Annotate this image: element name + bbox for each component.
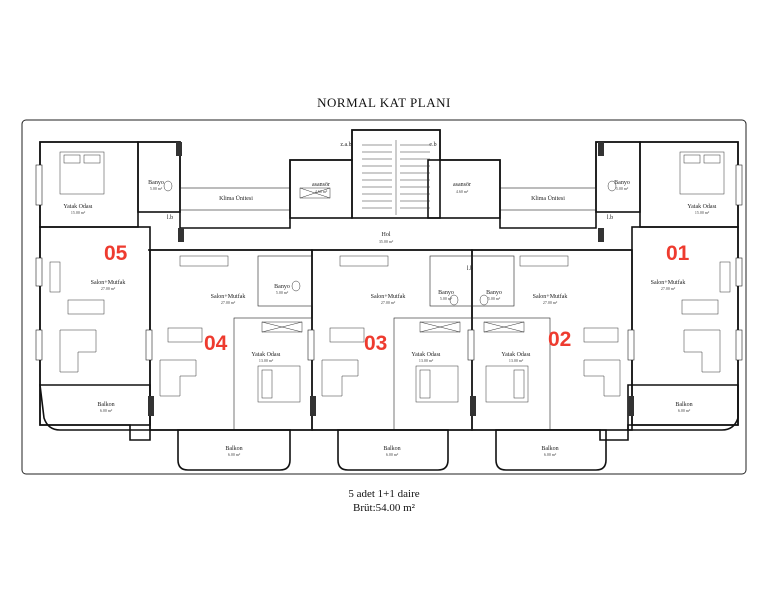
lb-left: l.b — [167, 215, 173, 221]
banyo-01-area: 5.00 m² — [616, 186, 629, 191]
balcony-04 — [177, 429, 291, 471]
balcony-05 — [39, 384, 151, 431]
balkon-01-area: 6.00 m² — [678, 408, 691, 413]
bed-05 — [59, 151, 105, 195]
balkon-03-area: 6.00 m² — [386, 452, 399, 457]
banyo-04-label: Banyo — [274, 284, 290, 290]
balcony-01 — [627, 384, 739, 431]
salon-01-area: 27.00 m² — [661, 286, 676, 291]
yatak-03-area: 13.00 m² — [419, 358, 434, 363]
yatak-04-label: Yatak Odası — [251, 352, 281, 358]
yatak-01-label: Yatak Odası — [687, 204, 717, 210]
klima-left-label: Klima Ünitesi — [219, 195, 253, 202]
banyo-02-label: Banyo — [486, 290, 502, 296]
hol-label: Hol — [382, 232, 391, 238]
building-outline — [39, 129, 739, 441]
apartment-number-04: 04 — [204, 332, 228, 355]
yatak-02-area: 13.00 m² — [509, 358, 524, 363]
windows — [35, 164, 743, 361]
banyo-03-area: 5.00 m² — [440, 296, 453, 301]
salon-05-area: 27.00 m² — [101, 286, 116, 291]
salon-02-area: 27.00 m² — [543, 300, 558, 305]
plan-frame — [21, 119, 747, 475]
balkon-04-area: 6.00 m² — [228, 452, 241, 457]
balkon-01-label: Balkon — [675, 402, 692, 408]
balkon-03-label: Balkon — [383, 446, 400, 452]
dining-tables — [67, 299, 719, 343]
plan-title: NORMAL KAT PLANI — [317, 95, 451, 110]
balkon-05-label: Balkon — [97, 402, 114, 408]
eb-label: e.b — [429, 142, 436, 148]
elevator-left-label: asansör — [312, 182, 330, 188]
yatak-04-area: 13.00 m² — [259, 358, 274, 363]
bath-05 — [137, 141, 181, 213]
elevator-right-label: asansör — [453, 182, 471, 188]
bed-03 — [415, 365, 459, 403]
wardrobes — [261, 187, 525, 333]
yatak-01-area: 15.00 m² — [695, 210, 710, 215]
bath-02 — [471, 255, 515, 307]
stair-treads — [362, 140, 430, 215]
salon-05-label: Salon+Mutfak — [91, 279, 126, 286]
banyo-05-area: 5.00 m² — [150, 186, 163, 191]
bed-04 — [257, 365, 301, 403]
apartment-number-05: 05 — [104, 242, 128, 265]
bath-04 — [257, 255, 313, 307]
stair-core — [351, 129, 441, 219]
lb-mid: l.b — [467, 266, 473, 272]
unit-05-living — [39, 226, 151, 426]
bed-02 — [485, 365, 529, 403]
caption-unit-count: 5 adet 1+1 daire — [348, 488, 420, 500]
banyo-03-label: Banyo — [438, 290, 454, 296]
kitchen-counters — [49, 255, 731, 293]
balcony-03 — [337, 429, 449, 471]
balkon-02-label: Balkon — [541, 446, 558, 452]
salon-04-area: 27.00 m² — [221, 300, 236, 305]
balkon-05-area: 6.00 m² — [100, 408, 113, 413]
apartment-number-01: 01 — [666, 242, 690, 265]
salon-03-area: 27.00 m² — [381, 300, 396, 305]
zab-label: z.a.b — [340, 142, 351, 148]
balcony-02 — [495, 429, 607, 471]
columns — [148, 142, 634, 416]
hol-area: 35.00 m² — [379, 239, 394, 244]
elevator-left-area: 4.60 m² — [315, 189, 328, 194]
yatak-05-area: 15.00 m² — [71, 210, 86, 215]
banyo-01-label: Banyo — [614, 180, 630, 186]
elevator-right-area: 4.60 m² — [456, 189, 469, 194]
apartment-number-03: 03 — [364, 332, 387, 355]
balkon-02-area: 6.00 m² — [544, 452, 557, 457]
yatak-03-label: Yatak Odası — [411, 352, 441, 358]
klima-right-label: Klima Ünitesi — [531, 195, 565, 202]
bath-01 — [595, 141, 641, 213]
salon-04-label: Salon+Mutfak — [211, 293, 246, 300]
elevator-right — [427, 159, 501, 219]
lb-right: l.b — [607, 215, 613, 221]
yatak-05-label: Yatak Odası — [63, 204, 93, 210]
bed-01 — [679, 151, 725, 195]
apartment-number-02: 02 — [548, 328, 571, 351]
unit-01-living — [631, 226, 739, 426]
banyo-02-area: 5.00 m² — [488, 296, 501, 301]
salon-03-label: Salon+Mutfak — [371, 293, 406, 300]
balkon-04-label: Balkon — [225, 446, 242, 452]
sofas — [59, 329, 721, 397]
yatak-02-label: Yatak Odası — [501, 352, 531, 358]
banyo-04-area: 5.00 m² — [276, 290, 289, 295]
salon-02-label: Salon+Mutfak — [533, 293, 568, 300]
caption-gross-area: Brüt:54.00 m² — [353, 502, 415, 514]
banyo-05-label: Banyo — [148, 180, 164, 186]
toilets — [163, 180, 617, 306]
salon-01-label: Salon+Mutfak — [651, 279, 686, 286]
